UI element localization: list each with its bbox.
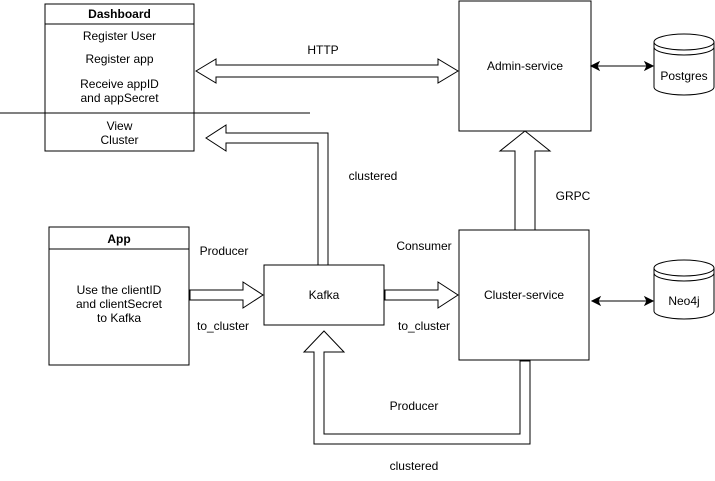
neo4j-label: Neo4j: [668, 294, 699, 308]
http-bidirectional-arrow: [195, 58, 459, 84]
postgres-cylinder-rim: [653, 46, 715, 56]
postgres-connector-arrow: [589, 60, 655, 72]
app-body-line1: Use the clientID: [77, 283, 162, 297]
dashboard-frame: [44, 3, 195, 152]
dashboard-item-view-line2: Cluster: [100, 133, 138, 147]
dashboard-item-register-user: Register User: [83, 29, 156, 43]
neo4j-cylinder-rim: [653, 272, 715, 282]
app-box: App Use the clientID and clientSecret to…: [48, 226, 190, 366]
dashboard-item-view-line1: View: [107, 119, 133, 133]
app-title: App: [107, 232, 130, 246]
to-cluster-right-label: to_cluster: [398, 319, 450, 333]
postgres-database-icon: Postgres: [653, 33, 715, 96]
kafka-label: Kafka: [309, 288, 340, 302]
neo4j-connector-arrow: [590, 295, 655, 307]
admin-service-node: Admin-service: [458, 0, 592, 132]
http-label: HTTP: [307, 43, 338, 57]
app-to-kafka-arrow: [189, 281, 264, 309]
cluster-service-to-kafka-arrow: [302, 330, 531, 445]
dashboard-title: Dashboard: [88, 7, 151, 21]
dashboard-item-register-app: Register app: [85, 52, 153, 66]
clustered-bottom-label: clustered: [390, 459, 439, 473]
app-frame: [48, 226, 190, 366]
grpc-arrow: [498, 130, 552, 231]
neo4j-cylinder-body: [653, 268, 715, 320]
neo4j-cylinder-top: [653, 259, 715, 277]
producer-left-label: Producer: [200, 244, 249, 258]
cluster-service-node: Cluster-service: [458, 229, 590, 361]
neo4j-database-icon: Neo4j: [653, 259, 715, 320]
clustered-top-label: clustered: [349, 169, 398, 183]
clustered-to-dashboard-arrow: [205, 124, 329, 266]
admin-service-label: Admin-service: [487, 59, 563, 73]
kafka-frame: [263, 264, 385, 326]
admin-service-frame: [458, 0, 592, 132]
dashboard-item-receive-line1: Receive appID: [80, 77, 159, 91]
app-body-line3: to Kafka: [97, 311, 141, 325]
producer-bottom-label: Producer: [390, 399, 439, 413]
dashboard-item-receive-line2: and appSecret: [80, 91, 159, 105]
postgres-cylinder-body: [653, 42, 715, 96]
kafka-to-cluster-service-arrow: [384, 281, 459, 309]
app-body-line2: and clientSecret: [76, 297, 163, 311]
cluster-service-label: Cluster-service: [484, 288, 564, 302]
kafka-node: Kafka: [263, 264, 385, 326]
dashboard-box: Dashboard Register User Register app Rec…: [44, 3, 195, 152]
consumer-label: Consumer: [396, 239, 451, 253]
grpc-label: GRPC: [556, 189, 591, 203]
to-cluster-left-label: to_cluster: [197, 319, 249, 333]
postgres-label: Postgres: [660, 69, 707, 83]
cluster-service-frame: [458, 229, 590, 361]
postgres-cylinder-top: [653, 33, 715, 51]
